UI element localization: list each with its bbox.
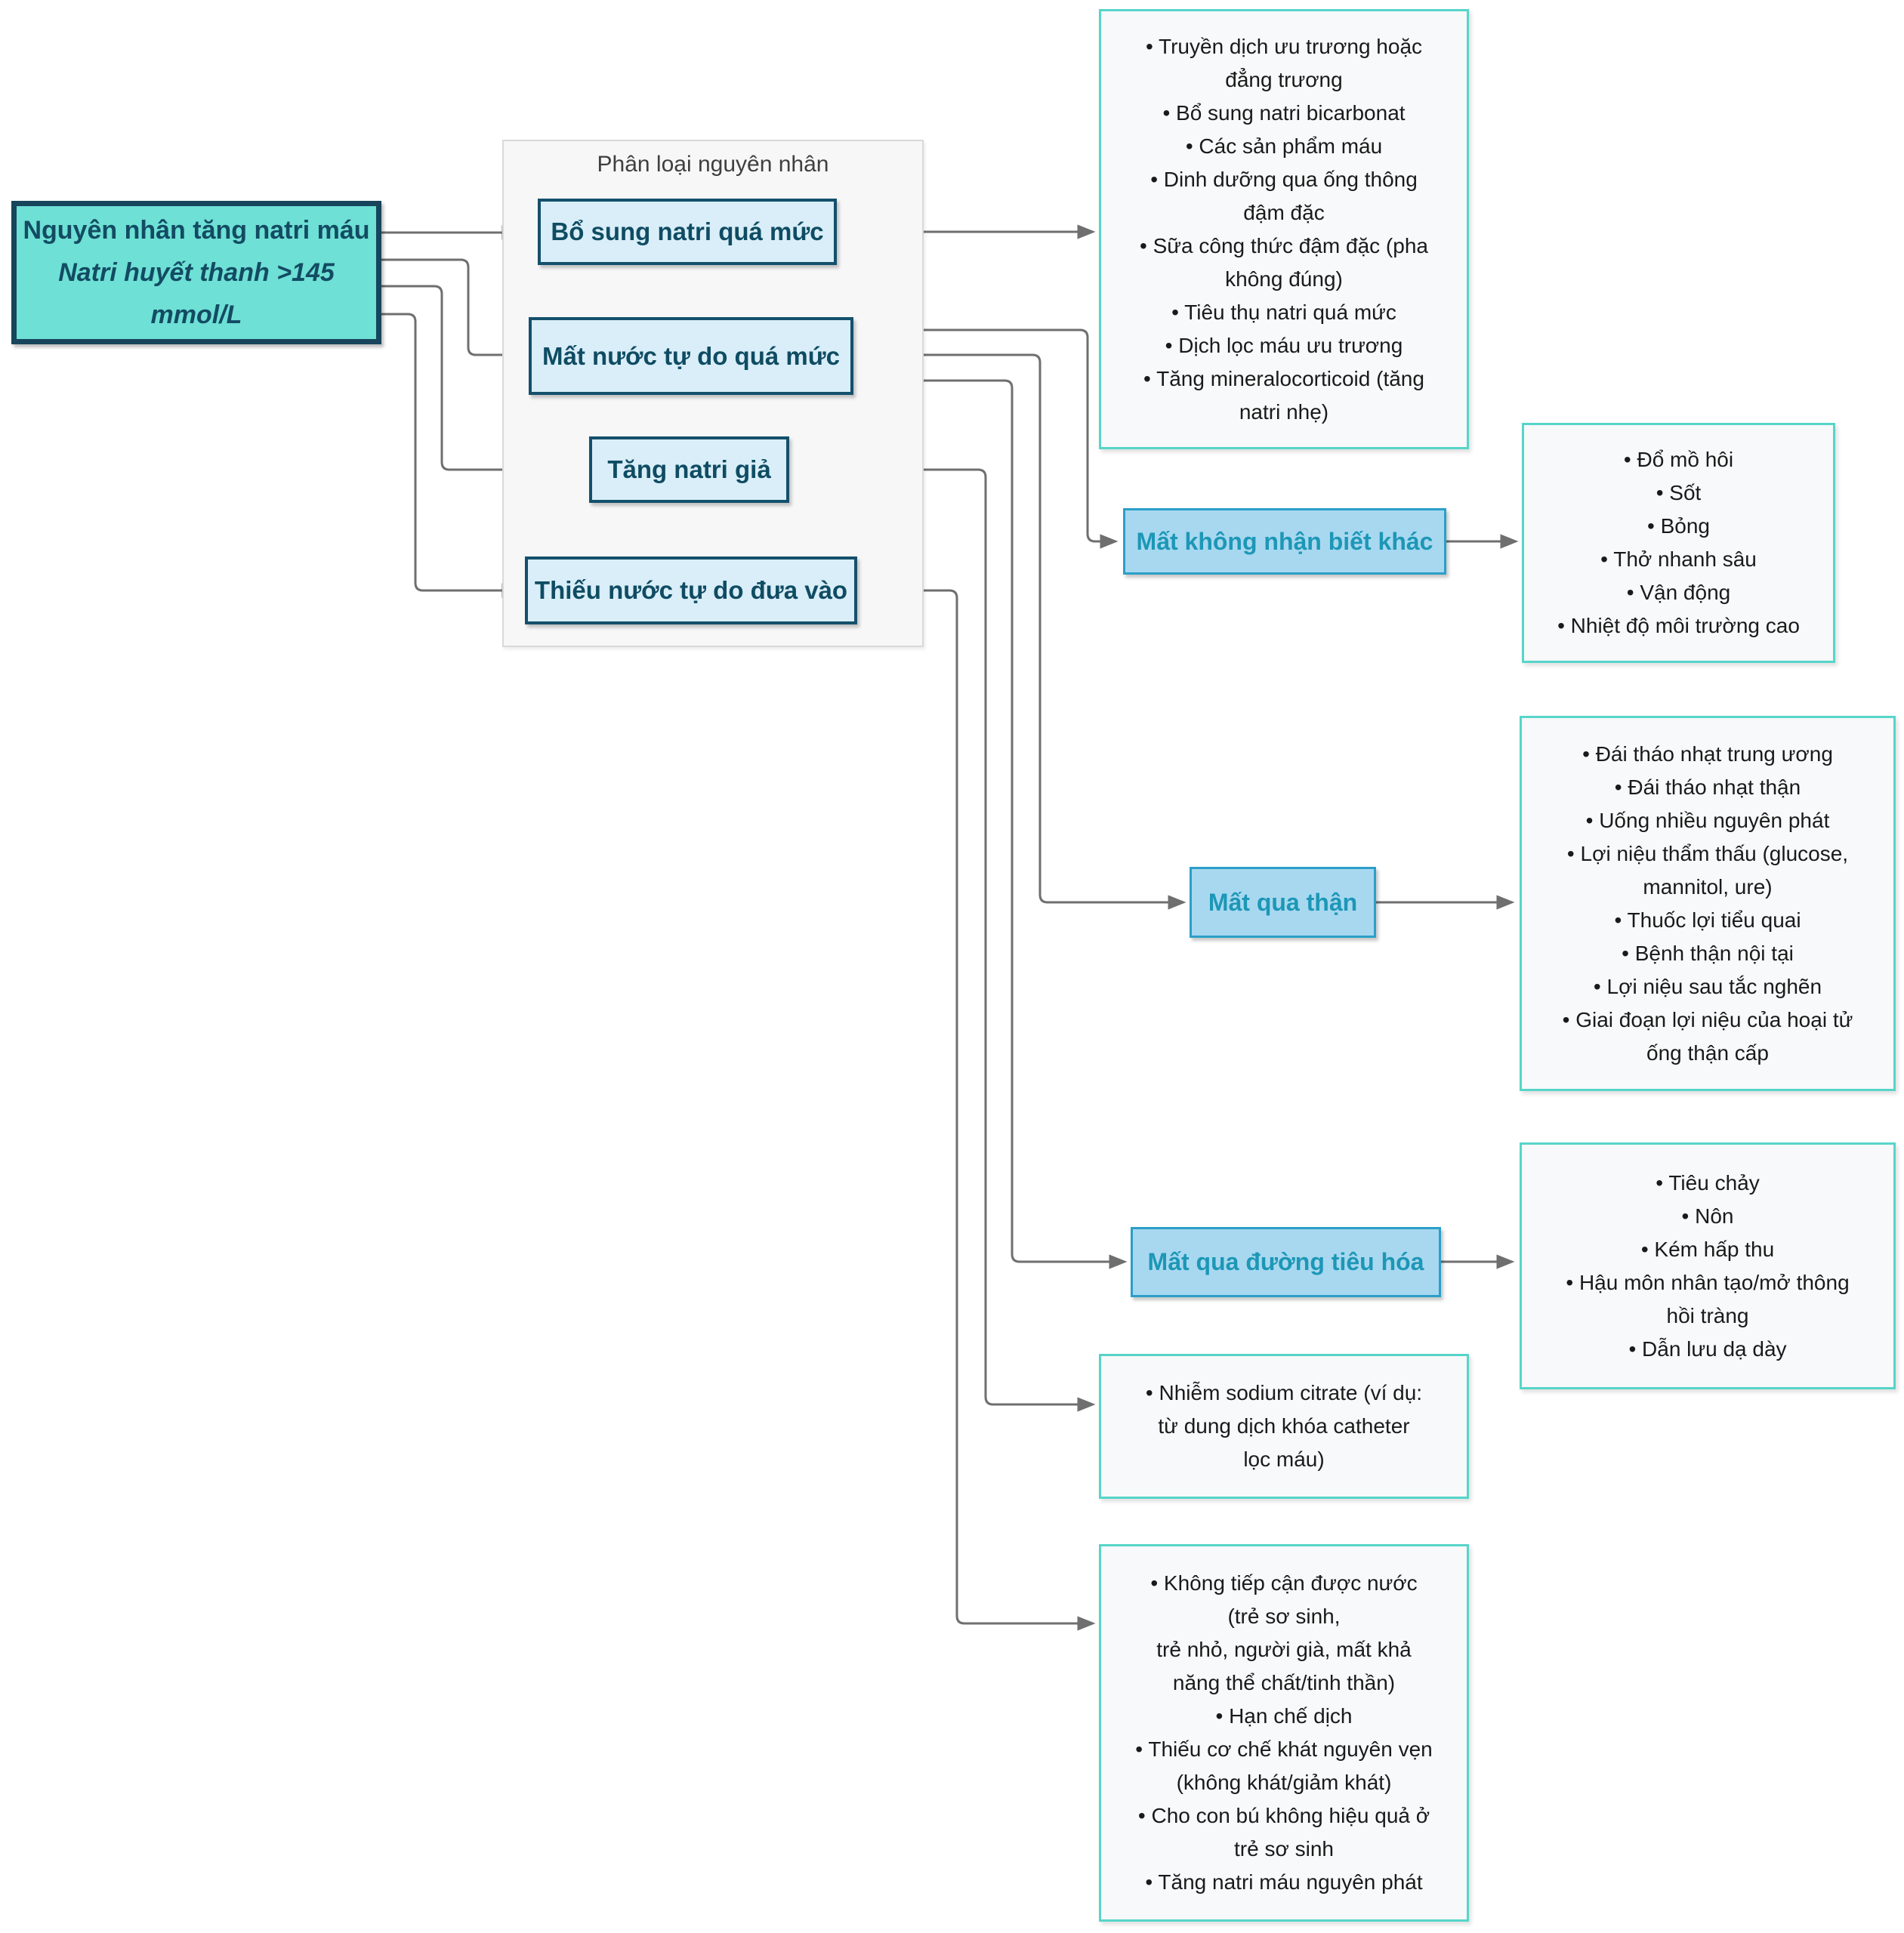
category-label: Mất nước tự do quá mức [542, 341, 840, 370]
bullet-item: • Hậu môn nhân tạo/mở thông hồi tràng [1566, 1270, 1850, 1327]
edge-main-to-lack-water [381, 313, 520, 598]
bullet-item: • Không tiếp cận được nước (trẻ sơ sinh, [1150, 1571, 1418, 1628]
bullet-item: • Đái tháo nhạt thận [1614, 775, 1801, 799]
category-label: Tăng natri giả [607, 455, 771, 483]
bullet-item: • Lợi niệu sau tắc nghẽn [1593, 974, 1822, 998]
bullet-item: • Dịch lọc máu ưu trương [1165, 333, 1403, 357]
bullet-item: • Đổ mồ hôi [1623, 448, 1734, 471]
bullet-item: • Giai đoạn lợi niệu của hoại tử ống thậ… [1562, 1007, 1853, 1065]
node-category-excess-sodium: Bổ sung natri quá mức [538, 199, 837, 265]
bullet-item: trẻ nhỏ, người già, mất khả năng thể chấ… [1156, 1638, 1412, 1694]
bullet-item: • Bỏng [1647, 514, 1710, 538]
bullet-item: • Vận động [1626, 581, 1731, 604]
edge-free-water-to-renal [853, 353, 1187, 910]
bullet-item: • Các sản phẩm máu [1185, 134, 1383, 158]
node-subcategory-gastrointestinal: Mất qua đường tiêu hóa [1131, 1227, 1441, 1297]
bullet-item: • Dẫn lưu dạ dày [1628, 1336, 1787, 1361]
bullet-item: • Lợi niệu thẩm thấu (glucose, mannitol,… [1566, 841, 1849, 899]
detail-list-gastrointestinal: • Tiêu chảy • Nôn • Kém hấp thu • Hậu môn n… [1520, 1142, 1896, 1389]
bullet-item: • Tiêu chảy [1656, 1170, 1760, 1195]
bullet-item: • Sữa công thức đậm đặc (pha không đúng) [1140, 233, 1428, 291]
category-group-title: Phân loại nguyên nhân [597, 152, 829, 177]
bullet-item: • Thuốc lợi tiểu quai [1614, 908, 1801, 932]
bullet-item: • Kém hấp thu [1640, 1237, 1775, 1261]
bullet-item: • Truyền dịch ưu trương hoặc đẳng trương [1145, 34, 1423, 91]
bullet-item: • Tăng natri máu nguyên phát [1145, 1870, 1423, 1894]
bullet-item: • Bệnh thận nội tại [1622, 941, 1794, 965]
bullet-item: • Nhiễm sodium citrate (ví dụ: từ dung d… [1145, 1381, 1423, 1471]
node-category-pseudohypernatremia: Tăng natri giả [589, 436, 789, 503]
category-label: Thiếu nước tự do đưa vào [534, 576, 848, 604]
bullet-item: • Dinh dưỡng qua ống thông đậm đặc [1150, 167, 1418, 224]
edge-main-to-free-water-loss [381, 258, 528, 362]
node-category-free-water-loss: Mất nước tự do quá mức [529, 317, 853, 395]
node-main-hypernatremia: Nguyên nhân tăng natri máu Natri huyết t… [11, 201, 381, 344]
edge-free-water-to-gi [853, 379, 1128, 1269]
bullet-item: • Tiêu thụ natri quá mức [1171, 300, 1396, 324]
main-subtitle-criteria: Natri huyết thanh >145 [58, 258, 335, 287]
node-subcategory-renal: Mất qua thận [1190, 867, 1376, 938]
bullet-item: • Sốt [1656, 481, 1702, 504]
main-title: Nguyên nhân tăng natri máu [23, 216, 370, 245]
edge-free-water-to-insensible [853, 328, 1119, 549]
main-subtitle-unit: mmol/L [150, 301, 242, 329]
bullet-item: • Nôn [1681, 1204, 1734, 1228]
node-category-lack-water-intake: Thiếu nước tự do đưa vào [525, 556, 857, 624]
detail-list-excess-sodium: • Truyền dịch ưu trương hoặc đẳng trương… [1099, 9, 1469, 449]
detail-list-renal: • Đái tháo nhạt trung ương • Đái tháo nhạ… [1520, 716, 1896, 1091]
bullet-item: • Bổ sung natri bicarbonat [1162, 100, 1406, 125]
edge-pseudo-to-detail [789, 468, 1096, 1412]
bullet-item: • Thở nhanh sâu [1600, 547, 1757, 571]
node-subcategory-insensible: Mất không nhận biết khác [1123, 508, 1446, 575]
bullet-item: • Thiếu cơ chế khát nguyên vẹn (không kh… [1135, 1737, 1433, 1794]
category-label: Bổ sung natri quá mức [551, 217, 824, 245]
bullet-item: • Tăng mineralocorticoid (tăng natri nhẹ… [1143, 366, 1424, 424]
bullet-item: • Cho con bú không hiệu quả ở trẻ sơ sin… [1137, 1804, 1430, 1861]
bullet-item: • Đái tháo nhạt trung ương [1582, 741, 1833, 766]
edge-main-to-pseudo [381, 285, 585, 477]
detail-list-insensible: • Đổ mồ hôi • Sốt • Bỏng • Thở nhanh sâu • V… [1522, 423, 1835, 663]
subcategory-label: Mất không nhận biết khác [1136, 527, 1433, 555]
subcategory-label: Mất qua đường tiêu hóa [1147, 1248, 1424, 1275]
detail-list-pseudo-citrate: • Nhiễm sodium citrate (ví dụ: từ dung d… [1099, 1354, 1469, 1499]
detail-list-no-water-access: • Không tiếp cận được nước (trẻ sơ sinh,… [1099, 1544, 1469, 1922]
bullet-item: • Uống nhiều nguyên phát [1585, 808, 1830, 832]
bullet-item: • Hạn chế dịch [1215, 1704, 1353, 1728]
edge-lack-water-to-detail [857, 589, 1096, 1631]
bullet-item: • Nhiệt độ môi trường cao [1557, 614, 1800, 637]
subcategory-label: Mất qua thận [1208, 888, 1358, 916]
